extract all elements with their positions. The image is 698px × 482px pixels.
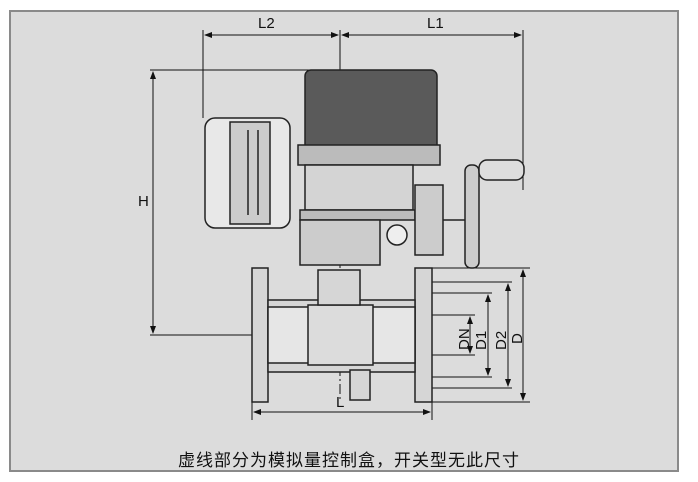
dim-d: D	[509, 333, 526, 344]
actuator	[297, 69, 465, 266]
dim-l2: L2	[258, 15, 275, 32]
dim-d1: D1	[473, 331, 490, 350]
control-box	[204, 117, 291, 229]
caption: 虚线部分为模拟量控制盒，开关型无此尺寸	[178, 451, 520, 470]
valve-body	[251, 267, 433, 403]
handwheel	[464, 159, 525, 269]
dim-d2: D2	[493, 331, 510, 350]
dim-l: L	[336, 394, 344, 411]
dim-l1: L1	[427, 15, 444, 32]
dim-dn: DN	[456, 328, 473, 350]
dim-h: H	[138, 193, 149, 210]
